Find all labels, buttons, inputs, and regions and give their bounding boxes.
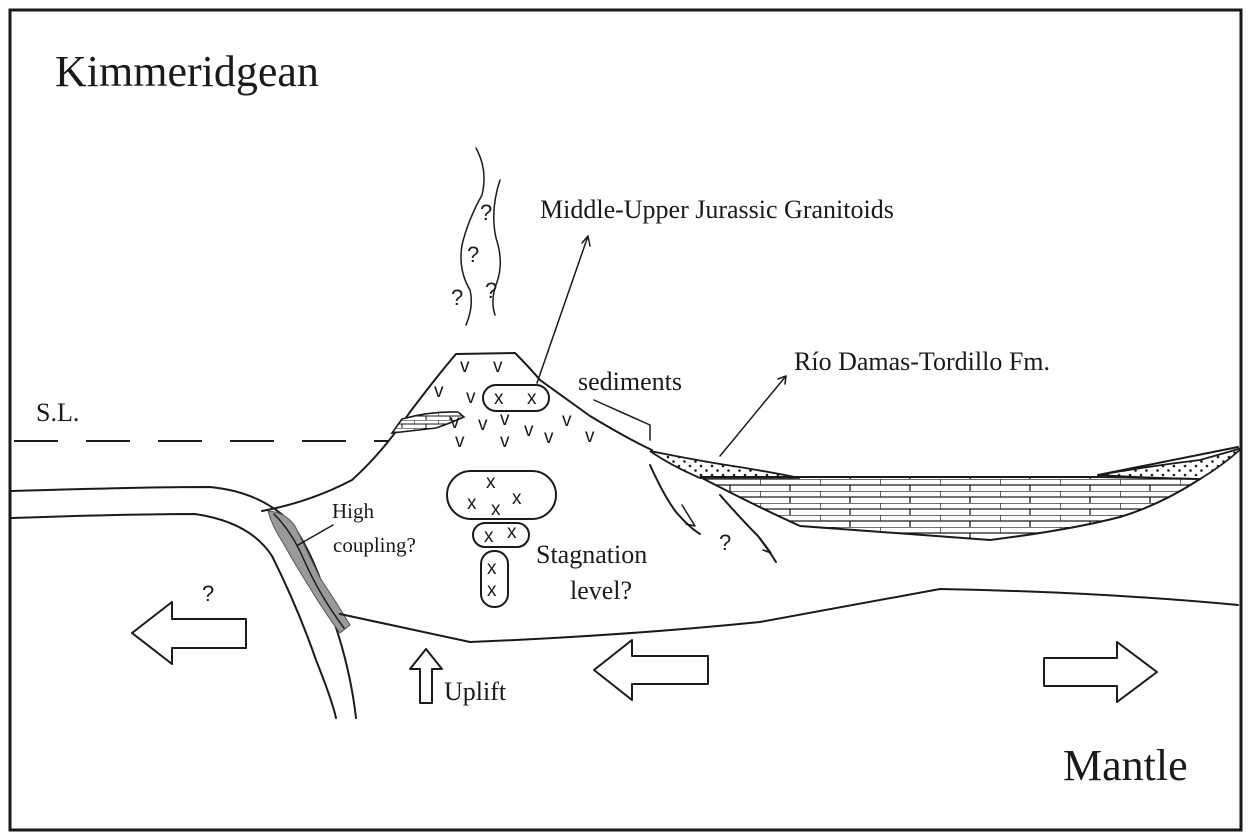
trench-ward-arrow: [594, 640, 708, 700]
volcanic-symbol: v: [478, 414, 488, 435]
volcanic-symbol: v: [434, 381, 444, 402]
granitoids-label: Middle-Upper Jurassic Granitoids: [540, 195, 894, 224]
slab-upper-boundary: [12, 487, 356, 718]
plutonic-symbol: x: [507, 522, 517, 543]
formation-label: Río Damas-Tordillo Fm.: [794, 347, 1050, 376]
stagnation-label-line2: level?: [570, 576, 632, 605]
slab-arrow-question-mark: ?: [202, 581, 214, 606]
sediments-label: sediments: [578, 367, 682, 396]
high-coupling-label-line2: coupling?: [333, 533, 416, 557]
volcanic-symbol: v: [466, 387, 476, 408]
pluton-main: [447, 471, 556, 519]
stagnation-label-line1: Stagnation: [536, 540, 647, 569]
plutonic-symbol: x: [491, 499, 501, 520]
plutonic-symbol: x: [512, 488, 522, 509]
uplift-label: Uplift: [444, 677, 507, 706]
crust-base-line: [340, 589, 1238, 642]
formation-pointer: [720, 376, 786, 456]
volcanic-symbol: v: [460, 356, 470, 377]
pluton-upper: [483, 385, 549, 411]
volcanic-symbol: v: [500, 409, 510, 430]
plutonic-symbol: x: [467, 493, 477, 514]
plutonic-symbol: x: [494, 388, 504, 409]
plutonic-symbol: x: [527, 388, 537, 409]
plume-question-4: ?: [485, 278, 497, 303]
figure-frame: [10, 10, 1241, 830]
plutonic-symbol: x: [487, 580, 497, 601]
basin-sandstone-right: [1098, 448, 1242, 479]
slab-rollback-arrow: [132, 602, 246, 664]
volcanic-symbol: v: [493, 356, 503, 377]
plume-question-3: ?: [451, 285, 463, 310]
sea-level-label: S.L.: [36, 398, 79, 427]
plutonic-symbol: x: [487, 558, 497, 579]
volcanic-symbol: v: [562, 410, 572, 431]
granitoids-pointer: [537, 236, 588, 383]
plutonic-symbol: x: [486, 472, 496, 493]
volcanic-symbol: v: [585, 426, 595, 447]
fault-left-arrow: [682, 505, 695, 526]
volcanic-symbol: v: [455, 431, 465, 452]
volcanic-symbol: v: [544, 427, 554, 448]
high-coupling-label-line1: High: [332, 499, 375, 523]
basin-limestone: [700, 477, 1200, 540]
plume-question-2: ?: [467, 242, 479, 267]
fault-question-mark: ?: [719, 530, 731, 555]
uplift-arrow: [410, 649, 442, 703]
fault-right-arrow: [760, 538, 771, 553]
volcanic-symbol: v: [500, 431, 510, 452]
basin-sandstone-left: [650, 451, 800, 478]
volcanic-symbol: v: [450, 412, 460, 433]
volcanic-symbol: v: [524, 420, 534, 441]
figure-title: Kimmeridgean: [55, 47, 319, 96]
mantle-label: Mantle: [1063, 741, 1188, 790]
volcanic-plume-left: [461, 148, 484, 325]
extension-arrow: [1044, 642, 1157, 702]
plutonic-symbol: x: [484, 526, 494, 547]
plume-question-1: ?: [480, 200, 492, 225]
high-coupling-pointer: [298, 525, 333, 545]
pluton-small: [473, 523, 529, 547]
